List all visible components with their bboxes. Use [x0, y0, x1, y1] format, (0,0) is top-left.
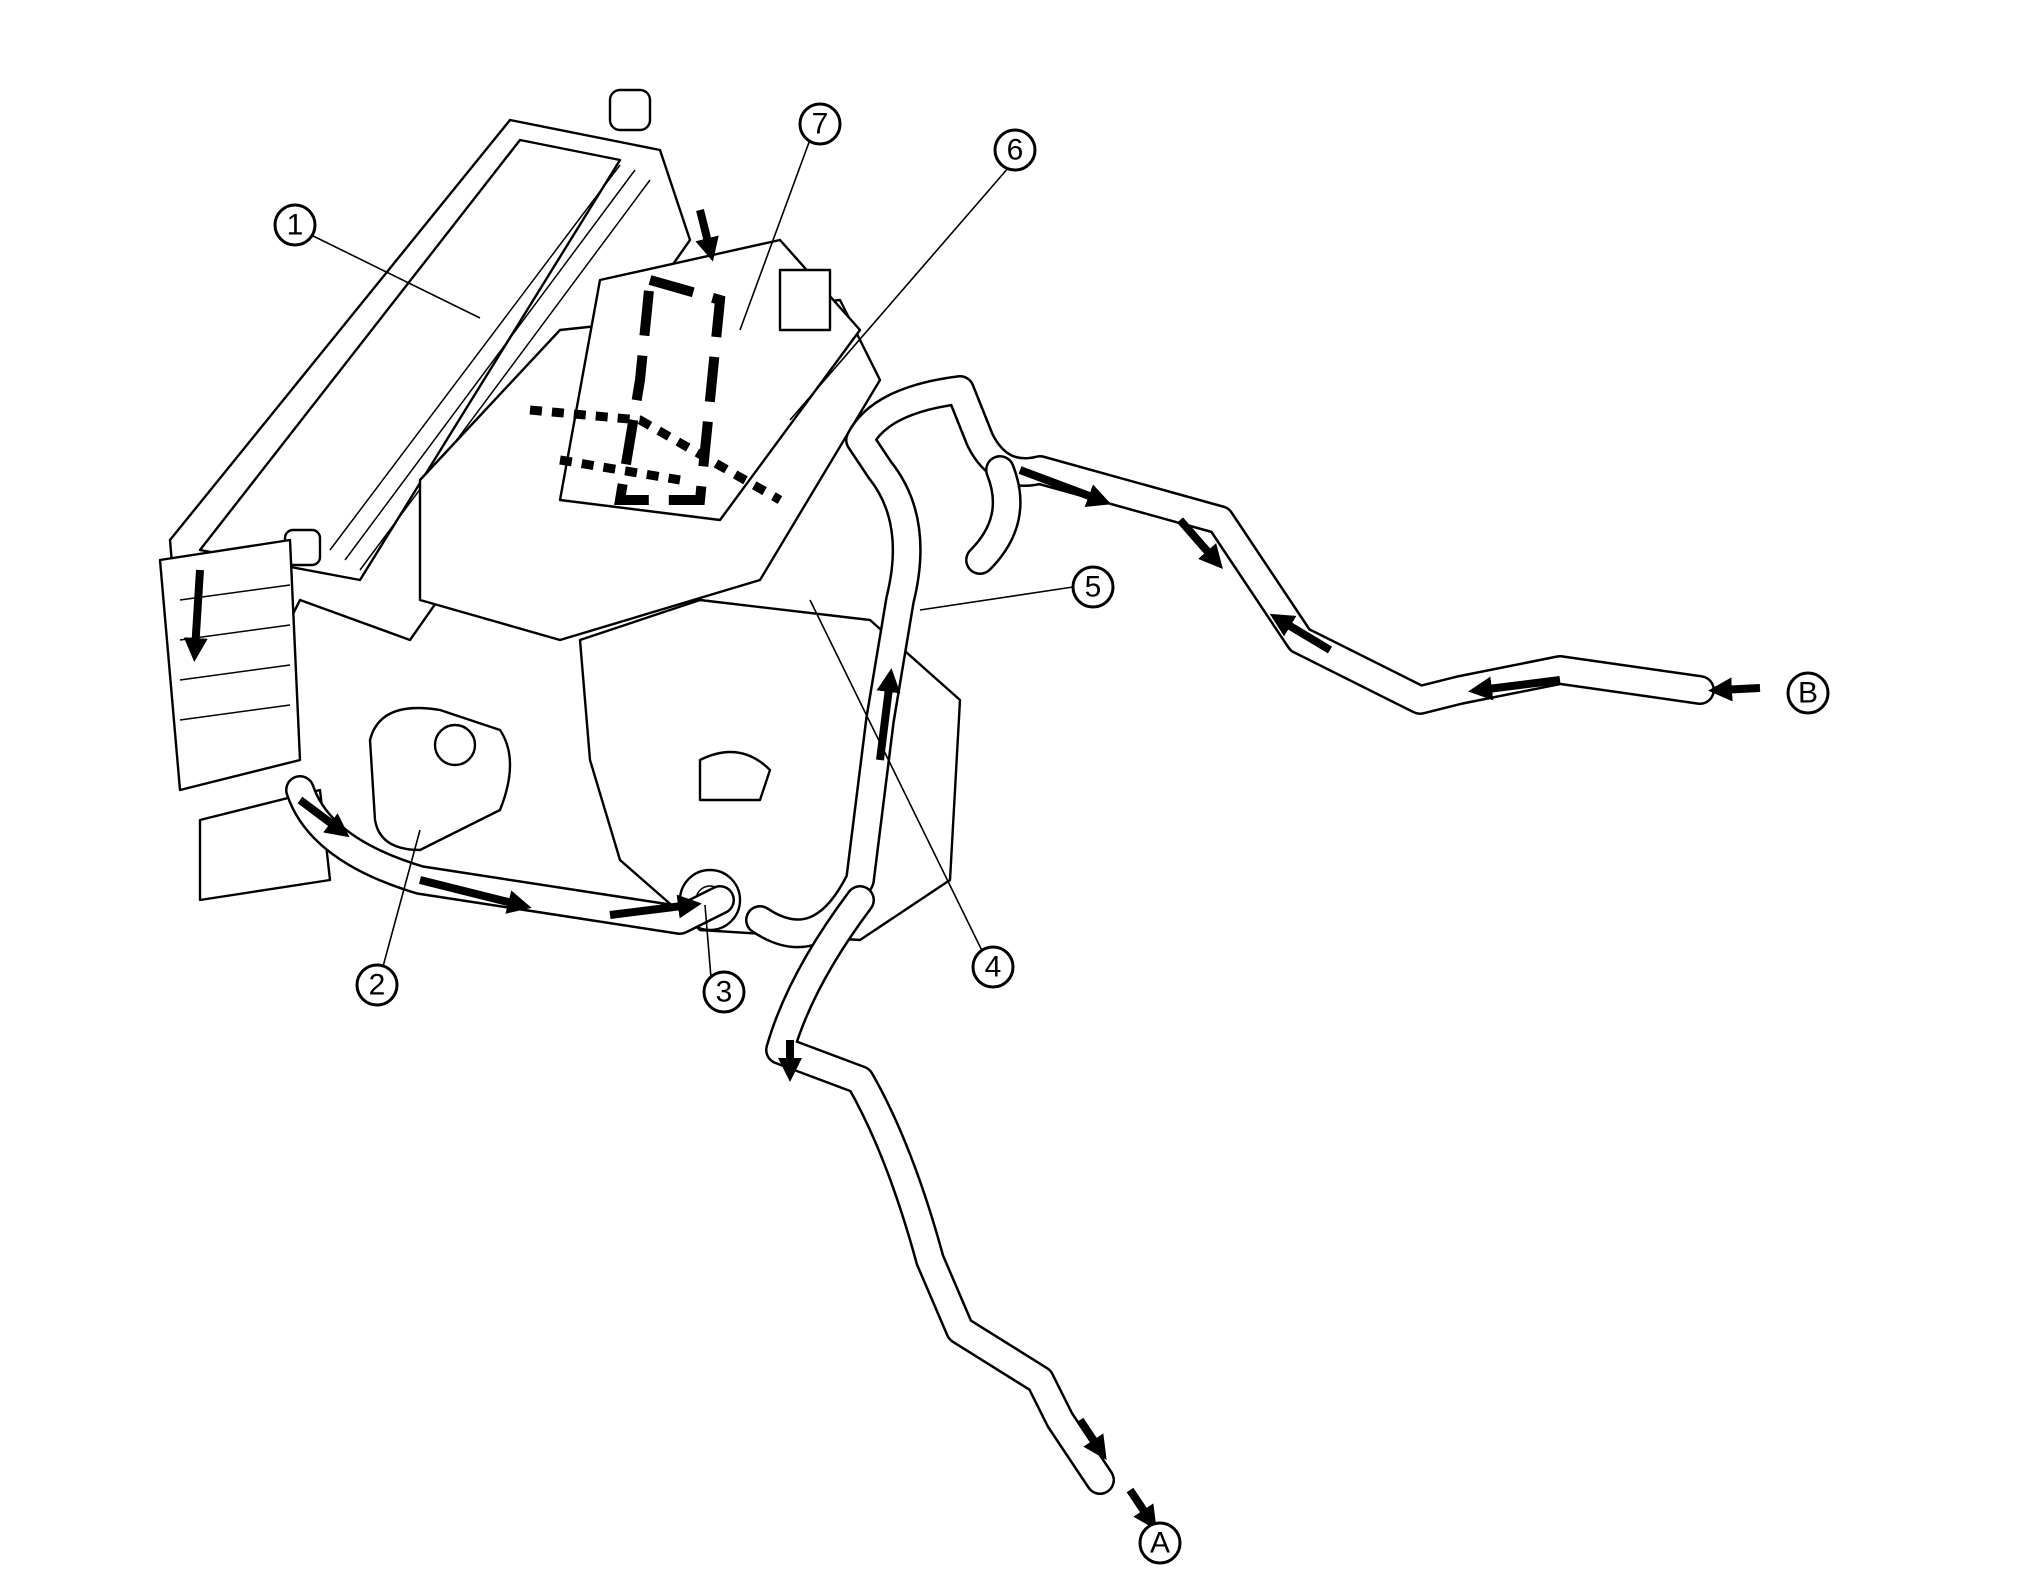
- callout-B-label: B: [1798, 677, 1818, 710]
- coolant-hoses: [285, 375, 1715, 1495]
- callout-B: B: [1786, 671, 1830, 715]
- callout-3-label: 3: [716, 976, 733, 1009]
- callout-A-label: A: [1150, 1527, 1170, 1560]
- inverter-unit: [418, 238, 882, 642]
- callout-4: 4: [971, 945, 1015, 989]
- leader-lines: [304, 125, 1074, 991]
- callout-6: 6: [993, 128, 1037, 172]
- callout-7-label: 7: [812, 108, 829, 141]
- callout-3: 3: [702, 970, 746, 1014]
- callout-1: 1: [273, 203, 317, 247]
- reservoir-tank: [368, 706, 512, 852]
- callout-1-label: 1: [287, 209, 304, 242]
- callout-A: A: [1138, 1521, 1182, 1565]
- callout-4-label: 4: [985, 951, 1002, 984]
- flow-arrows: [183, 209, 1761, 1530]
- callout-5: 5: [1071, 565, 1115, 609]
- callout-5-label: 5: [1085, 571, 1102, 604]
- callout-7: 7: [798, 102, 842, 146]
- callout-2-label: 2: [369, 969, 386, 1002]
- callout-2: 2: [355, 963, 399, 1007]
- callout-6-label: 6: [1007, 134, 1024, 167]
